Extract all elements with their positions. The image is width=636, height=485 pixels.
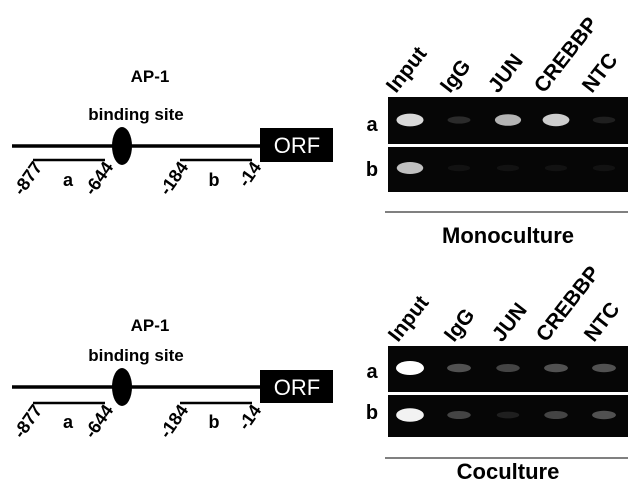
position-label: -644: [80, 158, 117, 199]
gel-strip-b: [388, 147, 628, 192]
binding-site-title: binding site: [88, 105, 183, 124]
position-label: -184: [155, 401, 192, 442]
gel-band: [592, 363, 616, 373]
gel-band: [544, 164, 568, 172]
gel-band: [494, 114, 522, 126]
position-label: -877: [9, 401, 46, 442]
gel: Input IgG JUN CREBBP NTC a b Coculture: [366, 262, 628, 484]
promoter-diagram: AP-1 binding site ORF a b -877 -644 -184…: [9, 67, 333, 199]
monoculture-figure: AP-1 binding site ORF a b -877 -644 -184…: [9, 13, 628, 248]
position-label: -184: [155, 158, 192, 199]
gel-band: [396, 113, 424, 127]
gel-caption: Monoculture: [442, 223, 574, 248]
ap1-binding-site-marker: [112, 127, 132, 165]
gel-band: [542, 113, 570, 127]
lane-header: IgG: [440, 304, 480, 346]
lane-header: Input: [384, 291, 434, 346]
promoter-diagram: AP-1 binding site ORF a b -877 -644 -184…: [9, 316, 333, 442]
lane-header: JUN: [488, 299, 532, 346]
gel-band: [447, 363, 471, 373]
ap1-title: AP-1: [131, 67, 170, 86]
gel-row-label: a: [366, 114, 378, 136]
gel: Input IgG JUN CREBBP NTC a b Monoculture: [366, 13, 628, 248]
gel-band: [496, 164, 520, 172]
lane-header: JUN: [484, 50, 528, 97]
position-label: -877: [9, 158, 46, 199]
gel-band: [447, 411, 471, 419]
ap1-title: AP-1: [131, 316, 170, 335]
lane-header: NTC: [578, 49, 623, 97]
lane-header: NTC: [580, 298, 625, 346]
band-layer: [396, 361, 616, 422]
gel-band: [447, 164, 471, 172]
gel-band: [592, 116, 616, 124]
gel-band: [592, 410, 616, 420]
gel-band: [447, 116, 471, 124]
monoculture-panel: AP-1 binding site ORF a b -877 -644 -184…: [9, 13, 628, 248]
gel-band: [396, 408, 424, 422]
lane-header: IgG: [436, 55, 476, 97]
position-label: -14: [234, 158, 265, 191]
gel-band: [544, 411, 568, 419]
fragment-b-label: b: [209, 412, 220, 432]
fragment-a-label: a: [63, 170, 74, 190]
lane-header: Input: [382, 42, 432, 97]
gel-strip-b: [388, 395, 628, 437]
position-label: -14: [234, 401, 265, 434]
gel-band: [396, 361, 424, 375]
coculture-panel: AP-1 binding site ORF a b -877 -644 -184…: [0, 250, 636, 485]
band-layer: [396, 113, 616, 174]
fragment-a-label: a: [63, 412, 74, 432]
position-label: -644: [80, 401, 117, 442]
gel-band: [544, 363, 568, 373]
orf-box: [260, 128, 333, 162]
gel-caption: Coculture: [457, 459, 560, 484]
gel-band: [496, 411, 520, 419]
orf-label: ORF: [274, 133, 320, 158]
fragment-b-label: b: [209, 170, 220, 190]
gel-band: [592, 164, 616, 172]
gel-strip-a: [388, 346, 628, 392]
gel-band: [496, 364, 520, 372]
gel-band: [396, 162, 424, 174]
gel-row-label: b: [366, 159, 378, 181]
gel-row-label: b: [366, 402, 378, 424]
orf-box: [260, 370, 333, 403]
ap1-binding-site-marker: [112, 368, 132, 406]
binding-site-title: binding site: [88, 346, 183, 365]
gel-row-label: a: [366, 361, 378, 383]
coculture-figure: AP-1 binding site ORF a b -877 -644 -184…: [9, 262, 628, 484]
orf-label: ORF: [274, 375, 320, 400]
